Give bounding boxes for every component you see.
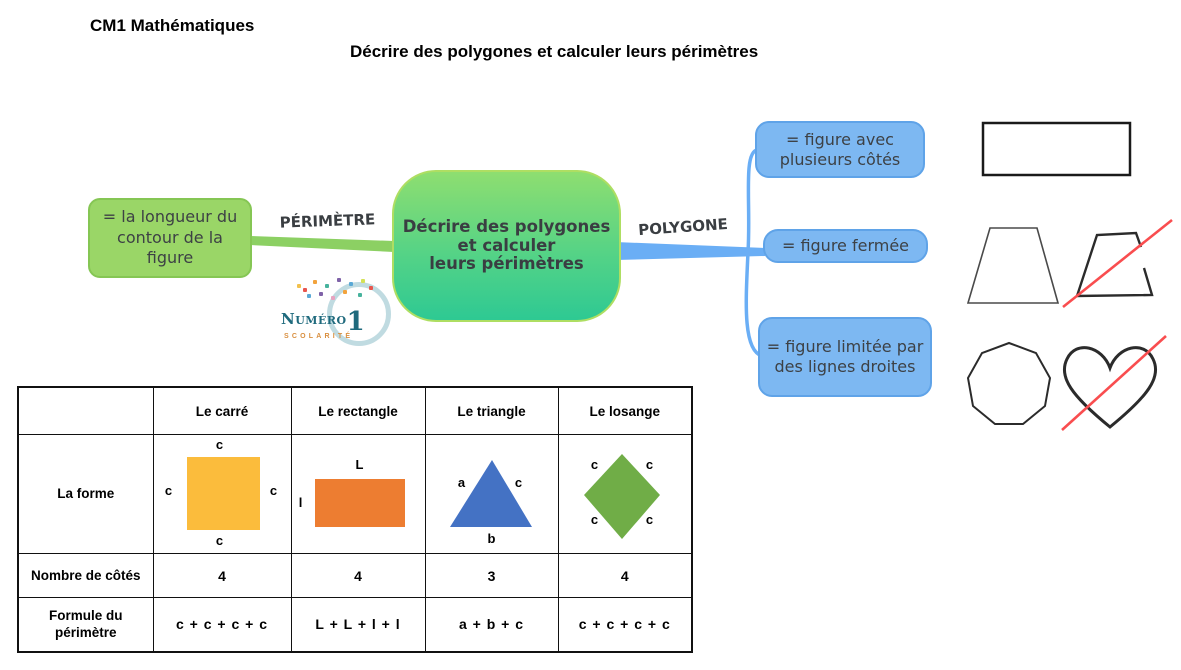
- nonagon-shape: [966, 341, 1052, 425]
- polygone-branch-line: [615, 242, 765, 260]
- sides-triangle: 3: [424, 553, 559, 598]
- numero1-scolarite-logo: Numéro1 SCOLARITÉ: [281, 276, 393, 356]
- confetti-icon: [303, 288, 307, 292]
- losange-label-top-left: c: [590, 457, 599, 472]
- polygon-properties-table: Le carré Le rectangle Le triangle Le los…: [17, 386, 693, 653]
- losange-label-bottom-left: c: [590, 512, 599, 527]
- table-row-forme: La forme c c c c L l a c: [17, 434, 693, 554]
- square-figure: c c c c: [154, 435, 291, 553]
- losange-shape: [583, 454, 660, 539]
- course-label: CM1 Mathématiques: [90, 16, 255, 35]
- polygone-definition-box-3: = figure limitée par des lignes droites: [758, 317, 932, 397]
- rowhead-forme: La forme: [17, 434, 154, 554]
- formula-rectangle: L + L + l + l: [290, 597, 426, 652]
- header-rectangle: Le rectangle: [290, 386, 426, 435]
- sides-losange: 4: [557, 553, 693, 598]
- sides-carre: 4: [152, 553, 292, 598]
- header-carre: Le carré: [152, 386, 292, 435]
- losange-label-bottom-right: c: [645, 512, 654, 527]
- rectangle-label-left: l: [298, 495, 303, 510]
- table-header-row: Le carré Le rectangle Le triangle Le los…: [17, 386, 693, 435]
- page-title: Décrire des polygones et calculer leurs …: [350, 42, 759, 61]
- square-label-right: c: [269, 483, 278, 498]
- losange-polygon: [583, 454, 660, 539]
- trapezoid-shape: [966, 227, 1060, 304]
- blank-rectangle-shape: [981, 121, 1132, 177]
- cell-rectangle-shape: L l: [290, 434, 426, 554]
- triangle-shape: [449, 460, 532, 527]
- triangle-label-bottom: b: [487, 531, 496, 546]
- central-topic-node: Décrire des polygones et calculer leurs …: [392, 170, 621, 322]
- central-topic-text: Décrire des polygones et calculer leurs …: [402, 216, 611, 275]
- square-label-top: c: [215, 437, 224, 452]
- rectangle-shape: [314, 479, 405, 527]
- strike-line-icon: [1061, 335, 1167, 431]
- formula-losange: c + c + c + c: [557, 597, 693, 652]
- logo-subtitle: SCOLARITÉ: [284, 333, 354, 340]
- perimetre-definition-box: = la longueur du contour de la figure: [88, 198, 252, 278]
- perimetre-branch-line: [250, 236, 394, 252]
- central-topic-line3: leurs périmètres: [429, 254, 584, 274]
- triangle-figure: a c b: [426, 435, 558, 553]
- polygone-definition-box-1: = figure avec plusieurs côtés: [755, 121, 925, 178]
- square-shape: [186, 457, 260, 530]
- triangle-polygon: [449, 460, 532, 527]
- rowhead-nombre-cotes: Nombre de côtés: [17, 553, 154, 598]
- table-row-formule: Formule du périmètre c + c + c + c L + L…: [17, 597, 693, 652]
- square-label-left: c: [164, 483, 173, 498]
- triangle-label-right: c: [514, 475, 523, 490]
- central-topic-line1: Décrire des polygones: [402, 216, 611, 236]
- logo-brand-number: 1: [346, 307, 366, 337]
- header-triangle: Le triangle: [424, 386, 559, 435]
- polygone-definition-1-text: = figure avec plusieurs côtés: [779, 129, 901, 169]
- heart-shape: [1062, 346, 1158, 429]
- central-topic-line2: et calculer: [457, 235, 556, 255]
- logo-brand-text: Numéro1: [281, 309, 365, 335]
- open-trapezoid-shape: [1075, 231, 1154, 298]
- perimetre-definition-text: = la longueur du contour de la figure: [102, 207, 238, 268]
- polygone-definition-2-text: = figure fermée: [781, 236, 910, 255]
- losange-label-top-right: c: [645, 457, 654, 472]
- polygone-definition-box-2: = figure fermée: [763, 229, 928, 263]
- logo-circle-icon: [327, 282, 391, 346]
- rectangle-figure: L l: [292, 435, 425, 553]
- strike-line-icon: [1062, 218, 1173, 309]
- polygone-branch-label: POLYGONE: [637, 214, 729, 240]
- rowhead-formule: Formule du périmètre: [17, 597, 154, 652]
- polygon-examples-panel: [966, 121, 1173, 431]
- cell-triangle-shape: a c b: [424, 434, 559, 554]
- losange-figure: c c c c: [559, 435, 692, 553]
- cell-carre-shape: c c c c: [152, 434, 292, 554]
- sides-rectangle: 4: [290, 553, 426, 598]
- rectangle-label-top: L: [355, 457, 364, 472]
- formula-triangle: a + b + c: [424, 597, 559, 652]
- cell-losange-shape: c c c c: [557, 434, 693, 554]
- logo-brand: Numéro: [281, 310, 347, 328]
- perimetre-branch-label: PÉRIMÈTRE: [279, 210, 376, 232]
- square-label-bottom: c: [215, 533, 224, 548]
- header-losange: Le losange: [557, 386, 693, 435]
- polygone-definition-3-text: = figure limitée par des lignes droites: [766, 337, 924, 376]
- table-row-nombre-cotes: Nombre de côtés 4 4 3 4: [17, 553, 693, 598]
- header-empty: [17, 386, 154, 435]
- triangle-label-left: a: [457, 475, 466, 490]
- formula-carre: c + c + c + c: [152, 597, 292, 652]
